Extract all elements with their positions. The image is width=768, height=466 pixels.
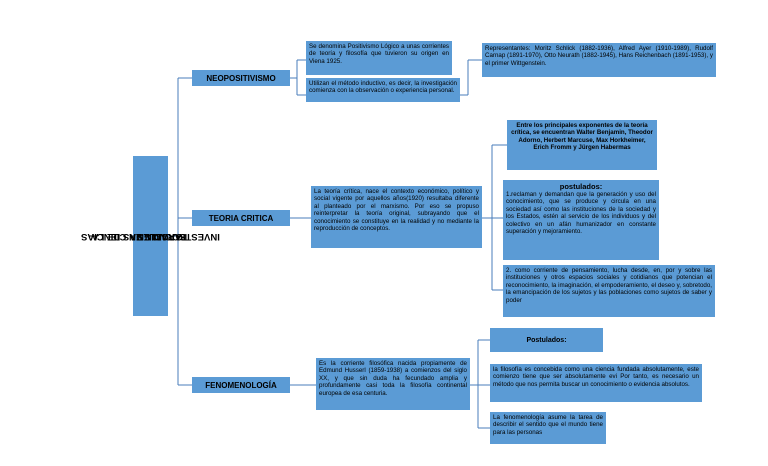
neopositivismo-node: NEOPOSITIVISMO bbox=[192, 70, 290, 86]
teoria-critica-definition: La teoría crítica, nace el contexto econ… bbox=[311, 186, 482, 248]
root-title-line3: SOCIALES bbox=[137, 230, 186, 242]
fenomenologia-definition: Es la corriente filosófica nacida propia… bbox=[316, 358, 470, 410]
fenomenologia-postulado-1: la filosofía es concebida como una cienc… bbox=[490, 364, 702, 402]
teoria-critica-node: TEORIA CRITICA bbox=[192, 210, 290, 226]
neopositivismo-representatives: Representantes: Moritz Schlick (1882-193… bbox=[482, 43, 716, 77]
root-node: PARADIGMAS DE LA INVESTIGACION EN CIENCI… bbox=[81, 156, 220, 316]
teoria-critica-postulado-1: 1.reclaman y demandan que la generación … bbox=[506, 191, 656, 236]
teoria-critica-exponents: Entre los principales exponentes de la t… bbox=[507, 120, 657, 170]
neopositivismo-method: Utilizan el método inductivo, es decir, … bbox=[306, 78, 460, 102]
fenomenologia-postulado-2: La fenomenología asume la tarea de descr… bbox=[490, 412, 606, 444]
fenomenologia-postulados-title: Postulados: bbox=[490, 328, 603, 352]
teoria-critica-postulados-box: postulados: 1.reclaman y demandan que la… bbox=[503, 180, 659, 260]
teoria-critica-postulado-2: 2. como corriente de pensamiento, lucha … bbox=[503, 265, 715, 317]
teoria-critica-postulados-title: postulados: bbox=[559, 182, 603, 191]
fenomenologia-node: FENOMENOLOGÍA bbox=[192, 377, 290, 393]
neopositivismo-definition: Se denomina Positivismo Lógico a unas co… bbox=[306, 41, 452, 75]
